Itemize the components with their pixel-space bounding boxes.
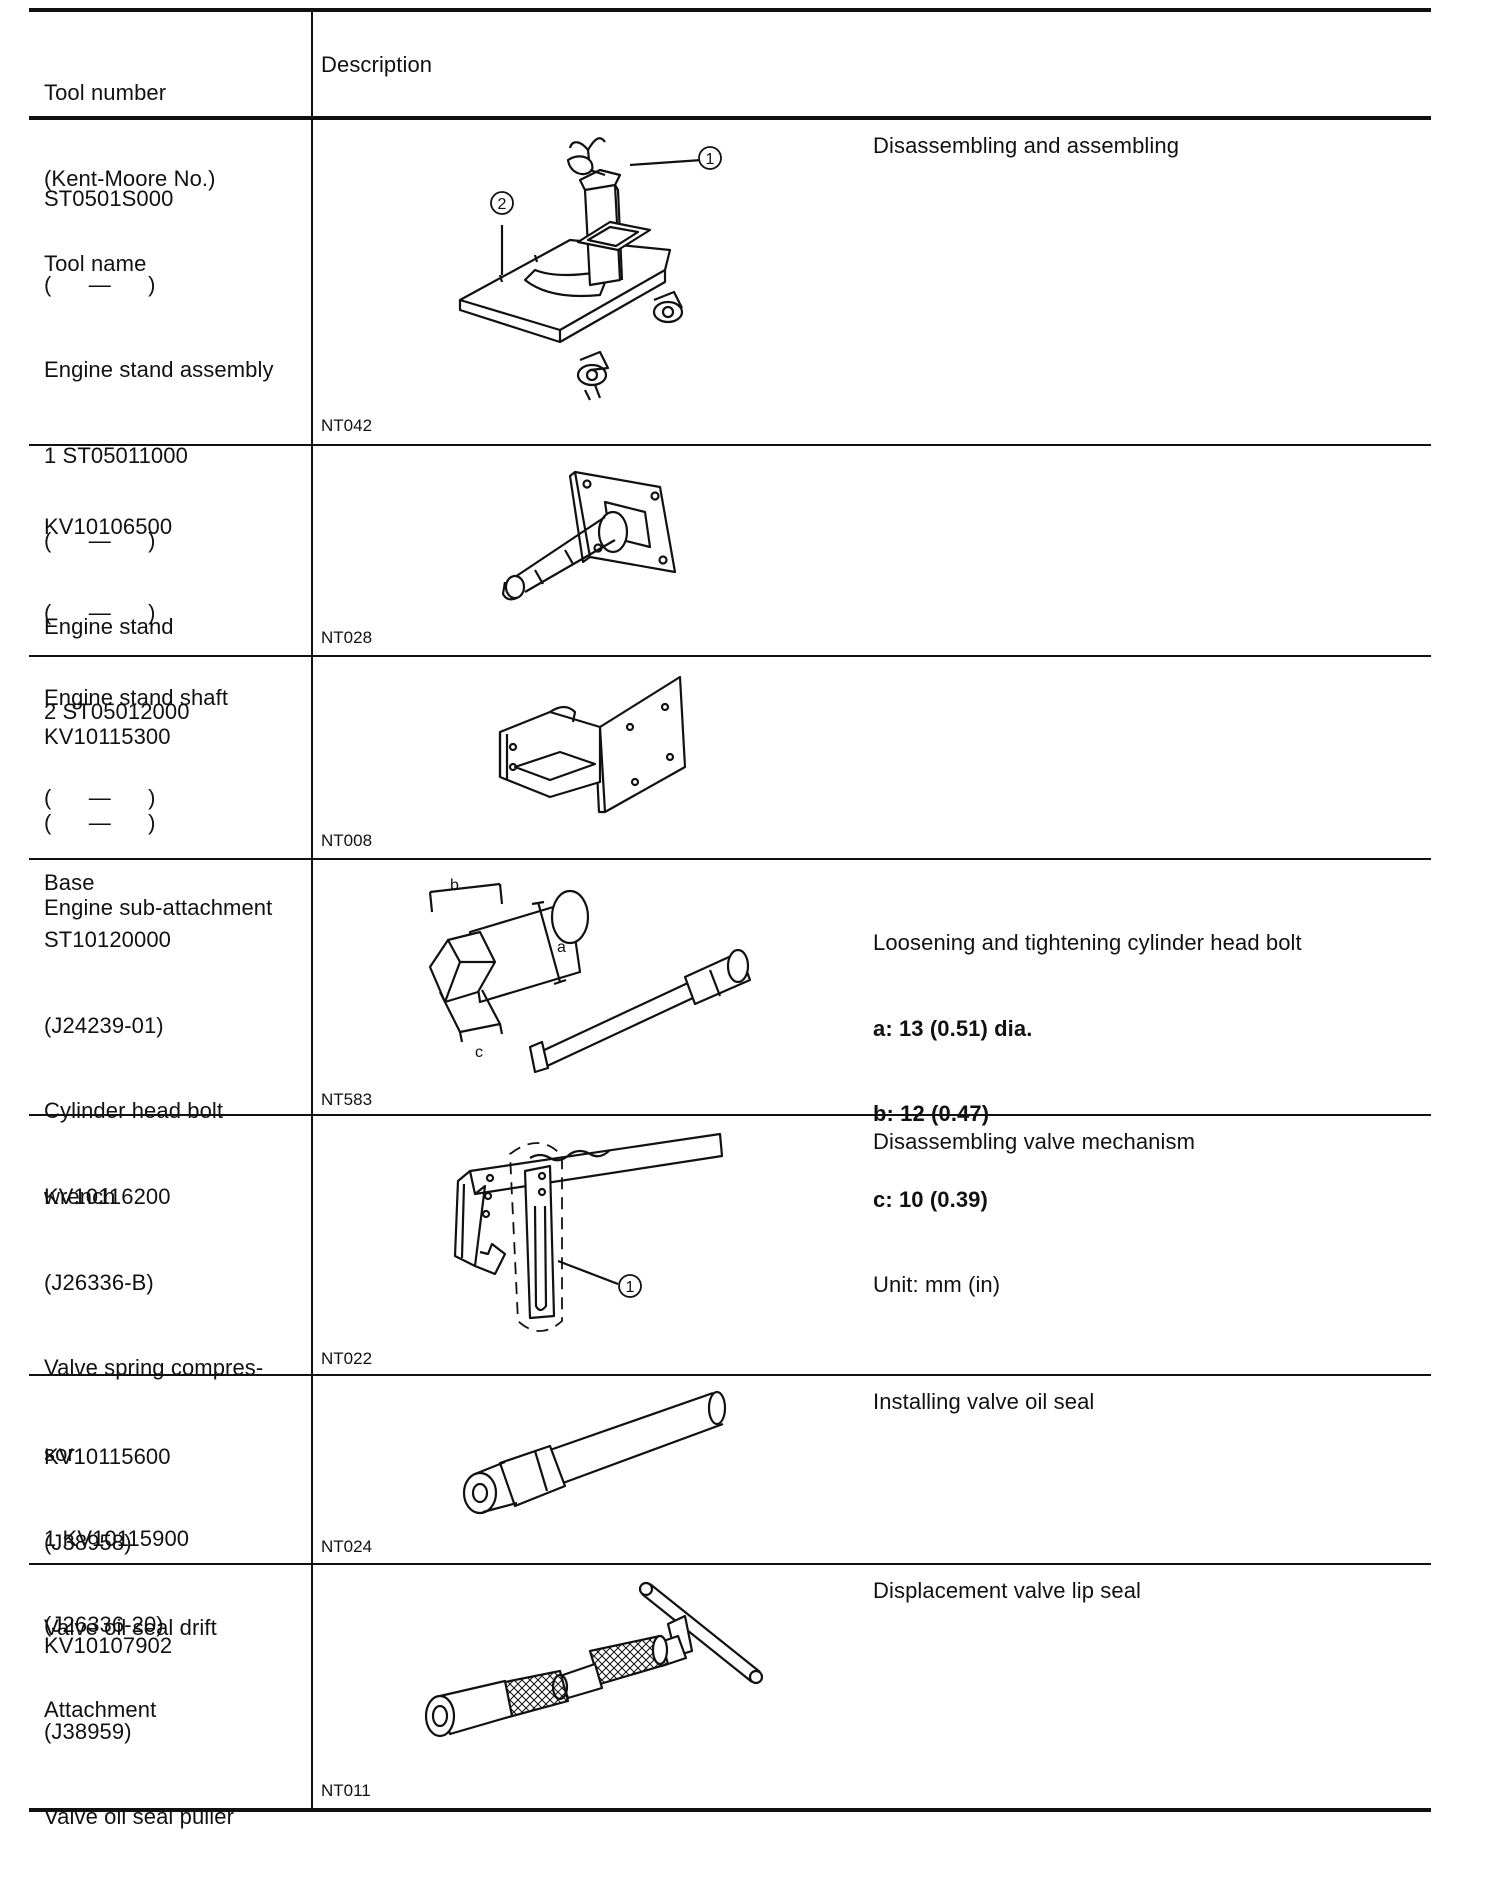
tool-line: (J38959) xyxy=(44,1718,132,1744)
tool-line: Valve oil seal puller xyxy=(44,1804,235,1829)
tool-cell-st0501s000: ST0501S000 ( — ) Engine stand assembly 1… xyxy=(44,128,274,955)
tool-line: KV10107902 xyxy=(44,1633,173,1658)
description-line: Loosening and tightening cylinder head b… xyxy=(873,930,1302,955)
figure-code: NT022 xyxy=(321,1349,373,1368)
header-bottom-rule xyxy=(29,116,1431,120)
tool-line: (J26336-B) xyxy=(44,1269,154,1295)
tool-line: 1 KV10115900 xyxy=(44,1526,190,1551)
description-cell: Displacement valve lip seal xyxy=(873,1578,1142,1603)
tool-cell-kv10116200: KV10116200 (J26336-B) Valve spring compr… xyxy=(44,1126,263,1782)
figure-code: NT583 xyxy=(321,1090,373,1109)
tool-line: ST10120000 xyxy=(44,927,171,952)
tool-line: Engine stand xyxy=(44,613,174,639)
row-divider xyxy=(29,1563,1431,1565)
callout-2-label: 2 xyxy=(498,196,507,213)
figure-code: NT028 xyxy=(321,628,373,647)
cylinder-head-bolt-wrench-illustration: b a c xyxy=(420,877,770,1072)
figure-code: NT042 xyxy=(321,416,373,435)
tool-cell-kv10107902: KV10107902 (J38959) Valve oil seal pulle… xyxy=(44,1575,234,1889)
callout-1-label: 1 xyxy=(706,151,715,168)
callout-2-icon: 2 xyxy=(491,192,513,214)
tool-line: Engine sub-attachment xyxy=(44,895,273,920)
header-tool-line: Tool name xyxy=(44,251,147,276)
tool-line: Valve oil seal drift xyxy=(44,1615,217,1640)
dimension-label-c: c xyxy=(475,1044,483,1061)
tool-line: ( — ) xyxy=(44,271,156,297)
tool-cell-kv10115600: KV10115600 (J38958) Valve oil seal drift xyxy=(44,1386,217,1700)
tool-line: Attachment xyxy=(44,1697,157,1722)
tool-line: (J24239-01) xyxy=(44,1012,164,1038)
tool-line: ( — ) xyxy=(44,784,156,810)
engine-stand-illustration: 1 2 xyxy=(440,130,760,400)
tool-cell-st10120000: ST10120000 (J24239-01) Cylinder head bol… xyxy=(44,869,223,1268)
tool-line: sor xyxy=(44,1440,75,1466)
callout-1-icon: 1 xyxy=(699,147,721,169)
spec-line: b: 12 (0.47) xyxy=(873,1101,990,1126)
header-description-column: Description xyxy=(321,52,433,77)
tool-line: KV10116200 xyxy=(44,1184,171,1209)
callout-1-label: 1 xyxy=(626,1279,635,1296)
dimension-label-a: a xyxy=(557,939,566,956)
row-divider xyxy=(29,1114,1431,1116)
spec-line: a: 13 (0.51) dia. xyxy=(873,1015,1033,1041)
tool-line: KV10106500 xyxy=(44,514,173,539)
tool-line: 1 ST05011000 xyxy=(44,442,188,468)
header-tool-column: Tool number (Kent-Moore No.) Tool name xyxy=(44,22,216,336)
row-divider xyxy=(29,1374,1431,1376)
callout-1-icon: 1 xyxy=(619,1275,641,1297)
tool-line: Cylinder head bolt xyxy=(44,1098,224,1123)
dimension-label-b: b xyxy=(450,877,459,894)
figure-code: NT024 xyxy=(321,1537,373,1556)
tool-line: (J26336-20) xyxy=(44,1611,164,1637)
row-divider xyxy=(29,444,1431,446)
row-divider xyxy=(29,858,1431,860)
tool-line: ST0501S000 xyxy=(44,186,174,211)
description-cell: Disassembling valve mechanism xyxy=(873,1129,1196,1154)
tool-line: Base xyxy=(44,870,95,895)
engine-stand-shaft-illustration xyxy=(495,462,695,612)
table-top-rule xyxy=(29,8,1431,12)
spec-line: c: 10 (0.39) xyxy=(873,1186,988,1212)
description-cell: Loosening and tightening cylinder head b… xyxy=(873,872,1302,1357)
figure-code: NT008 xyxy=(321,831,373,850)
tool-line: ( — ) xyxy=(44,599,156,625)
tool-line: Valve spring compres- xyxy=(44,1355,264,1380)
column-divider xyxy=(311,12,313,1812)
tool-cell-kv10115300: KV10115300 ( — ) Engine sub-attachment xyxy=(44,666,272,980)
tool-cell-kv10106500: KV10106500 ( — ) Engine stand shaft xyxy=(44,456,228,770)
special-service-tools-page: Tool number (Kent-Moore No.) Tool name D… xyxy=(29,8,1431,1829)
valve-spring-compressor-illustration: 1 xyxy=(450,1126,740,1341)
tool-line: KV10115600 xyxy=(44,1444,171,1469)
description-cell: Disassembling and assembling xyxy=(873,133,1180,158)
engine-sub-attachment-illustration xyxy=(495,672,695,817)
valve-oil-seal-puller-illustration xyxy=(410,1576,780,1746)
row-divider xyxy=(29,655,1431,657)
tool-line: Engine stand assembly xyxy=(44,357,274,382)
tool-line: ( — ) xyxy=(44,809,156,835)
table-bottom-rule xyxy=(29,1808,1431,1812)
tool-line: 2 ST05012000 xyxy=(44,699,190,724)
tool-line: Engine stand shaft xyxy=(44,685,229,710)
header-tool-line: Tool number xyxy=(44,80,167,105)
valve-oil-seal-drift-illustration xyxy=(455,1388,735,1528)
tool-line: (J38958) xyxy=(44,1529,132,1555)
tool-line: wrench xyxy=(44,1183,116,1209)
description-cell: Installing valve oil seal xyxy=(873,1389,1095,1414)
figure-code: NT011 xyxy=(321,1781,371,1800)
header-tool-line: (Kent-Moore No.) xyxy=(44,165,216,191)
tool-line: ( — ) xyxy=(44,528,156,553)
tool-line: KV10115300 xyxy=(44,724,171,749)
unit-line: Unit: mm (in) xyxy=(873,1272,1001,1297)
